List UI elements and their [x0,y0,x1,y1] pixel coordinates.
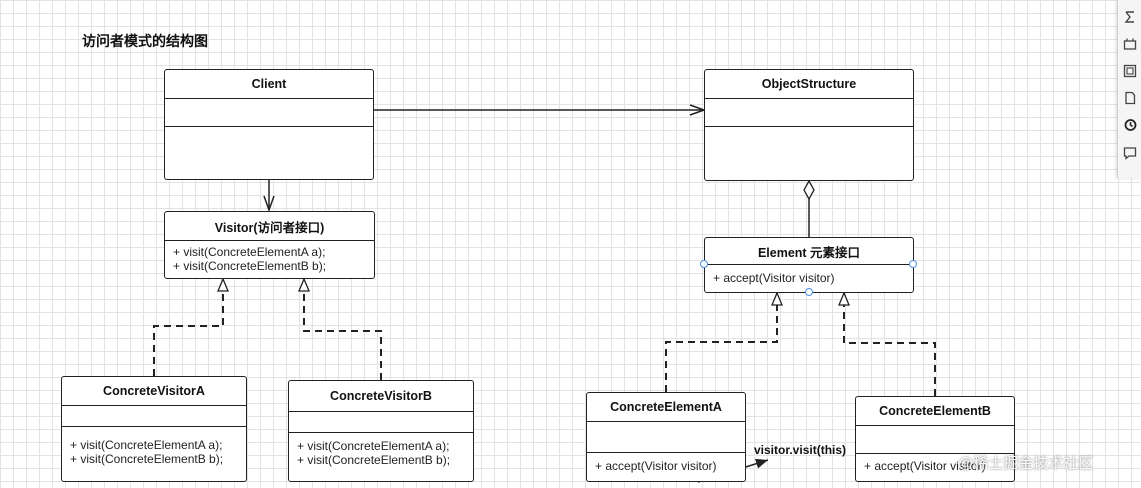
method: + visit(ConcreteElementA a); [70,438,223,452]
edge-visitorb-realization [304,279,382,380]
class-objectstructure-attributes [705,99,913,127]
class-concreteelementb-methods: + accept(Visitor visitor) [856,454,1014,481]
formula-icon[interactable] [1123,10,1137,24]
class-concretevisitora[interactable]: ConcreteVisitorA + visit(ConcreteElement… [61,376,247,482]
class-element-name: Element 元素接口 [705,238,913,265]
class-concretevisitora-name: ConcreteVisitorA [62,377,246,406]
method: + accept(Visitor visitor) [595,459,717,473]
method: + accept(Visitor visitor) [713,271,835,285]
class-element[interactable]: Element 元素接口 + accept(Visitor visitor) [704,237,914,293]
class-client-methods [165,127,373,179]
selection-handle-right[interactable] [909,260,917,268]
class-client[interactable]: Client [164,69,374,180]
class-concreteelementa-attributes [587,422,745,453]
class-visitor[interactable]: Visitor(访问者接口) + visit(ConcreteElementA … [164,211,375,279]
class-objectstructure-name: ObjectStructure [705,70,913,99]
selection-handle-left[interactable] [700,260,708,268]
layers-icon[interactable] [1123,64,1137,78]
class-objectstructure-methods [705,127,913,180]
class-concretevisitorb[interactable]: ConcreteVisitorB + visit(ConcreteElement… [288,380,474,482]
watermark-text: @稀土掘金技术社区 [958,455,1094,472]
comment-icon[interactable] [1123,146,1137,160]
class-concreteelementb-attributes [856,426,1014,454]
method: + visit(ConcreteElementB b); [297,453,451,467]
class-client-attributes [165,99,373,127]
class-concreteelementa[interactable]: ConcreteElementA + accept(Visitor visito… [586,392,746,482]
class-element-methods: + accept(Visitor visitor) [705,265,913,292]
method: + visit(ConcreteElementA a); [297,439,450,453]
class-objectstructure[interactable]: ObjectStructure [704,69,914,181]
selection-handle-bottom[interactable] [805,288,813,296]
method: + visit(ConcreteElementA a); [173,245,326,259]
history-icon[interactable] [1123,118,1137,132]
link-icon[interactable] [1123,37,1137,51]
diagram-title: 访问者模式的结构图 [82,33,208,49]
class-concretevisitorb-methods: + visit(ConcreteElementA a); + visit(Con… [289,433,473,481]
page-icon[interactable] [1123,91,1137,105]
class-concreteelementa-name: ConcreteElementA [587,393,745,422]
class-concretevisitora-attributes [62,406,246,427]
class-concreteelementa-methods: + accept(Visitor visitor) [587,453,745,481]
method: + accept(Visitor visitor) [864,459,986,473]
right-toolbar [1117,0,1141,178]
class-concretevisitorb-name: ConcreteVisitorB [289,381,473,412]
class-client-name: Client [165,70,373,99]
visit-call-label: visitor.visit(this) [754,443,847,457]
edge-elementa-realization [665,293,777,392]
edge-visitora-realization [153,279,223,376]
edge-elementb-realization [844,293,936,396]
class-concreteelementb-name: ConcreteElementB [856,397,1014,426]
class-concretevisitora-methods: + visit(ConcreteElementA a); + visit(Con… [62,427,246,481]
class-visitor-name: Visitor(访问者接口) [165,212,374,241]
class-concreteelementb[interactable]: ConcreteElementB + accept(Visitor visito… [855,396,1015,482]
method: + visit(ConcreteElementB b); [173,259,327,273]
class-visitor-methods: + visit(ConcreteElementA a); + visit(Con… [165,241,374,278]
method: + visit(ConcreteElementB b); [70,452,224,466]
class-concretevisitorb-attributes [289,412,473,433]
